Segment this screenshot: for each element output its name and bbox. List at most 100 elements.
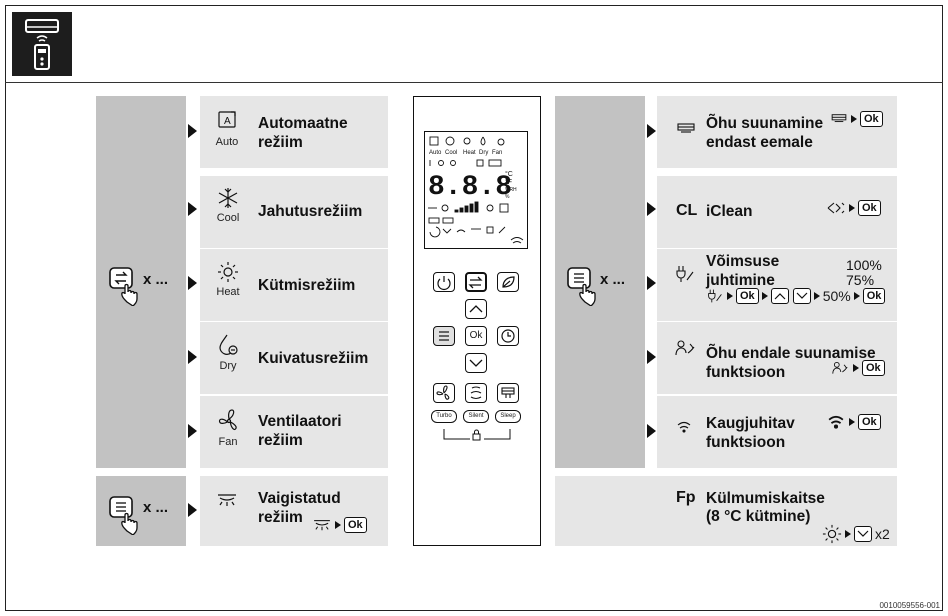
follow-me-icon [674,338,696,358]
feature-row-power-control [657,249,897,321]
up-button[interactable] [465,299,487,319]
silent-button[interactable]: Silent [463,410,489,423]
remote-display-unit-c: °C [505,170,513,178]
remote-display-digits: 8.8.8 [428,172,512,203]
snowflake-icon [216,186,240,210]
child-lock-indicator [442,427,512,448]
air-conditioner-remote-icon [12,12,72,76]
power-control-sequence: Ok 50% Ok [706,288,886,304]
iclean-seq-arrow [849,204,855,212]
power-control-small-icon [708,289,722,303]
dry-label: Dry [219,360,237,372]
menu-button[interactable] [433,326,455,346]
cool-title: Jahutusrežiim [258,203,363,220]
auto-label: Auto [215,136,239,148]
mode-button-press-icon [108,266,144,311]
mode-trigger-count: x ... [143,271,169,288]
header-divider [5,82,943,83]
remote-control: Auto Cool Heat Dry Fan 8.8.8 °C °F %RH % [413,96,541,546]
frost-seq-arrow [845,530,851,538]
power-seq-arrow-4 [853,292,860,300]
page-frame [5,5,943,611]
arrow-follow-me [647,350,656,364]
airflow-away-seq-arrow [851,115,857,123]
frost-code: Fp [676,489,696,506]
turbo-button[interactable]: Turbo [431,410,457,423]
iclean-sequence: Ok [826,200,881,216]
ok-button[interactable]: Ok [465,326,487,346]
auto-icon: A [217,110,239,130]
dry-title: Kuivatusrežiim [258,350,369,367]
quiet-seq-arrow [335,521,341,529]
arrow-cool [188,202,197,216]
louver-button[interactable] [497,383,519,403]
quiet-ok-key: Ok [344,517,367,533]
menu-button-press-icon [108,495,144,540]
frost-title-line1: Külmumiskaitse [706,490,825,507]
mode-row-fan [200,396,388,468]
image-code: 0010059556-001 [879,601,940,610]
airflow-away-sequence: Ok [830,111,883,127]
quiet-row [200,476,388,546]
arrow-airflow-away [647,124,656,138]
cool-label: Cool [216,212,240,224]
mode-row-heat [200,249,388,321]
eco-button[interactable] [497,272,519,292]
iclean-icon [827,202,845,214]
sun-icon [217,261,239,283]
remote-display-mode-dry: Dry [479,150,488,156]
wifi-title: Kaugjuhitav funktsioon [706,415,795,451]
fan-speed-button[interactable] [433,383,455,403]
follow-me-ok-key: Ok [862,360,885,376]
mode-row-dry [200,322,388,394]
arrow-iclean [647,202,656,216]
frost-heat-icon [822,524,842,544]
mode-button[interactable] [465,272,487,292]
follow-me-seq-arrow [853,364,859,372]
down-button[interactable] [465,353,487,373]
arrow-power-control [647,276,656,290]
quiet-mode-icon [216,492,238,508]
power-down-key [792,288,811,304]
heat-title: Kütmisrežiim [258,277,356,294]
power-ok-key-2: Ok [862,288,886,304]
wifi-ok-key: Ok [858,414,881,430]
sleep-button[interactable]: Sleep [495,410,521,423]
frost-sequence: x2 [822,524,890,544]
feature-row-airflow-away [657,96,897,168]
power-level-100: 100% [846,257,882,273]
heat-label: Heat [216,286,240,298]
frost-count: x2 [875,526,890,542]
quiet-title: Vaigistatud režiim [258,490,341,526]
remote-display: Auto Cool Heat Dry Fan 8.8.8 °C °F %RH % [424,131,528,249]
wifi-icon [676,420,692,434]
power-seq-arrow-1 [727,292,733,300]
frost-down-key [854,526,872,542]
iclean-code: CL [676,202,698,219]
swing-button[interactable] [465,383,487,403]
svg-text:A: A [224,116,231,127]
frost-title-line2: (8 °C kütmine) [706,508,811,525]
power-ok-key-1: Ok [736,288,759,304]
arrow-wifi [647,424,656,438]
arrow-auto [188,124,197,138]
menu-trigger-count: x ... [600,271,626,288]
arrow-quiet [188,503,197,517]
power-seq-arrow-3 [813,292,820,300]
follow-me-title: Õhu endale suunamise funktsioon [706,345,876,381]
remote-display-mode-auto: Auto [429,150,442,156]
arrow-dry [188,350,197,364]
remote-display-mode-fan: Fan [492,150,502,156]
remote-display-unit-pct: % [505,194,510,200]
wifi-small-icon [828,415,844,429]
wifi-seq-arrow [849,418,855,426]
power-control-icon [674,264,696,284]
iclean-ok-key: Ok [858,200,881,216]
power-button[interactable] [433,272,455,292]
fan-label: Fan [218,436,238,448]
power-level-75: 75% [846,272,875,288]
follow-me-small-icon [832,361,848,374]
power-control-title: Võimsuse juhtimine [706,253,780,289]
right-menu-button-press-icon [566,266,602,311]
timer-button[interactable] [497,326,519,346]
